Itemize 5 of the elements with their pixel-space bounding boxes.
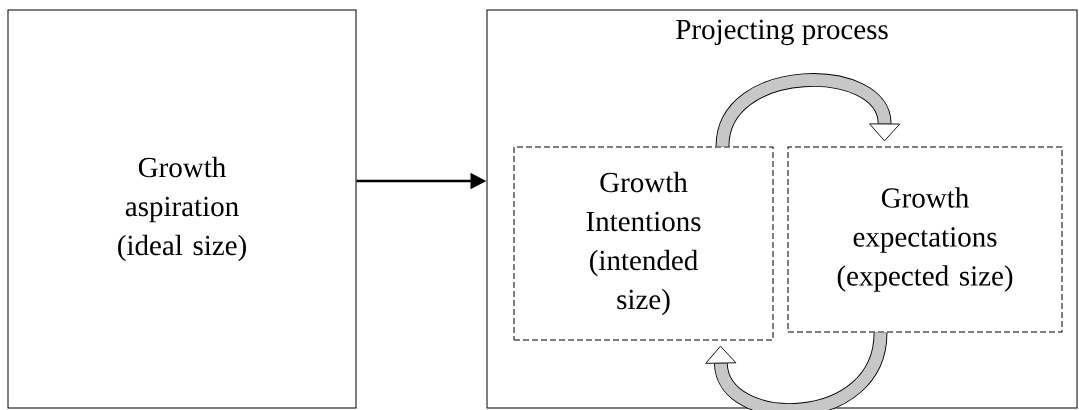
process-box: Growth aspiration (ideal size) bbox=[7, 9, 357, 409]
dashed-box: Growth expectations (expected size) bbox=[787, 146, 1063, 333]
curved-block-arrow bbox=[715, 73, 901, 148]
curved-block-arrow bbox=[705, 331, 888, 410]
dashed-box: Growth Intentions (intended size) bbox=[513, 146, 774, 341]
